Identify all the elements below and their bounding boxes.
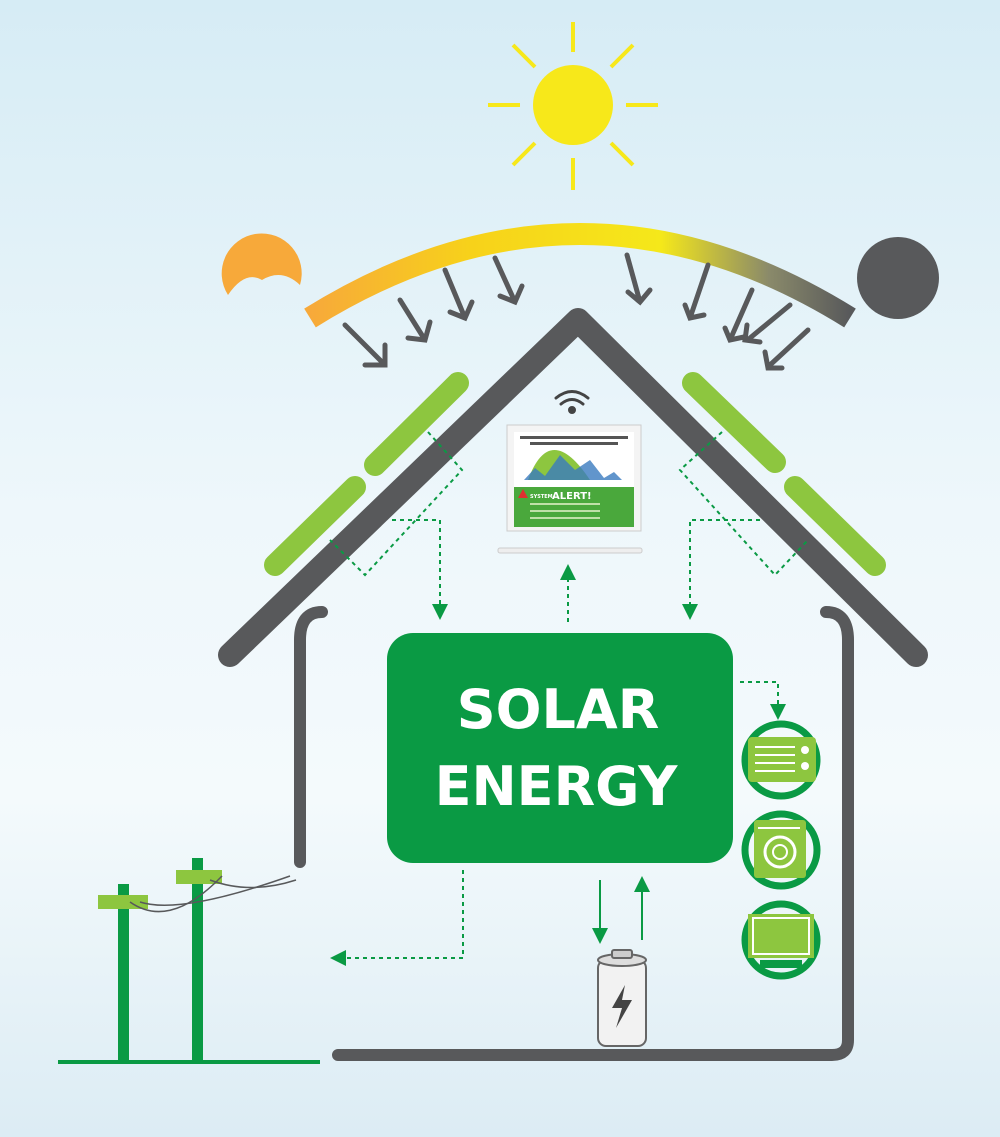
tv-icon <box>741 900 821 980</box>
radio-icon <box>741 720 821 800</box>
house-wall-right <box>332 606 854 1061</box>
sun-path-arc <box>304 223 856 328</box>
alert-prefix: SYSTEM <box>530 494 553 500</box>
sunrise-icon <box>221 233 302 295</box>
sunlight-arrows <box>342 252 811 371</box>
energy-flow-lines <box>329 431 809 966</box>
sun-icon <box>488 22 658 190</box>
box-title-line1: SOLAR <box>457 678 660 741</box>
laptop-icon: SYSTEM ALERT! <box>497 424 643 554</box>
power-pole-icon <box>58 858 320 1064</box>
box-title-line2: ENERGY <box>435 755 679 818</box>
house-wall-left <box>294 606 328 868</box>
alert-label: ALERT! <box>552 491 592 502</box>
house-roof <box>218 308 928 667</box>
wifi-icon <box>554 390 590 414</box>
battery-icon <box>597 949 647 1047</box>
solar-panel-icon <box>264 372 886 576</box>
washing-machine-icon <box>741 810 821 890</box>
moon-icon <box>857 237 939 319</box>
solar-energy-box: SOLAR ENERGY <box>387 633 733 863</box>
